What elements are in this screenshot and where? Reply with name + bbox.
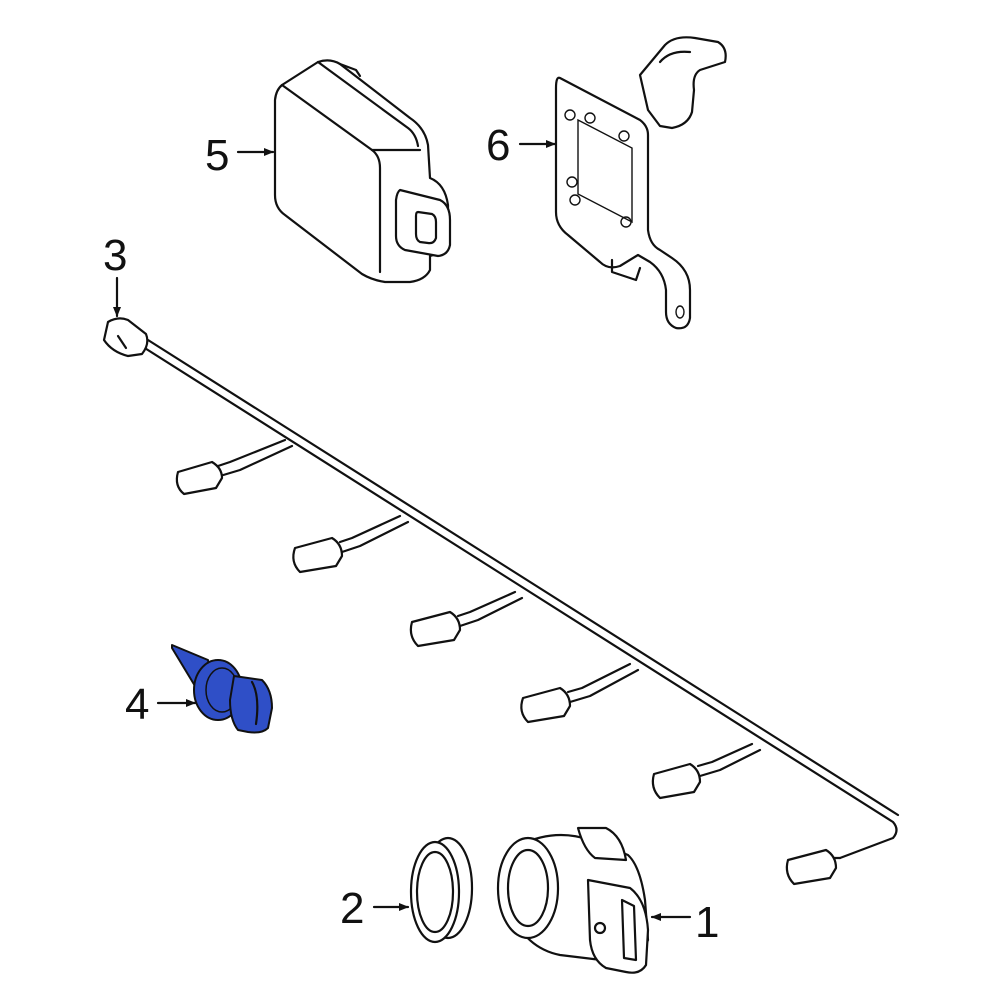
- callout-3: 3: [103, 231, 127, 318]
- callout-label-2: 2: [340, 884, 364, 933]
- wiring-harness-part-3[interactable]: [102, 317, 900, 886]
- callout-2: 2: [340, 884, 410, 933]
- callout-label-4: 4: [125, 680, 149, 729]
- bracket-part-6[interactable]: [554, 36, 727, 330]
- sensor-holder-part-4[interactable]: [171, 644, 273, 734]
- callout-6: 6: [486, 121, 557, 170]
- callout-label-3: 3: [103, 231, 127, 280]
- callout-5: 5: [205, 131, 275, 180]
- control-module-part-5[interactable]: [273, 59, 452, 284]
- grommet-part-2[interactable]: [409, 836, 474, 944]
- callout-label-5: 5: [205, 131, 229, 180]
- sensor-part-1[interactable]: [496, 826, 650, 974]
- callout-1: 1: [650, 898, 719, 947]
- callout-label-6: 6: [486, 121, 510, 170]
- callout-4: 4: [125, 680, 197, 729]
- callout-label-1: 1: [695, 898, 719, 947]
